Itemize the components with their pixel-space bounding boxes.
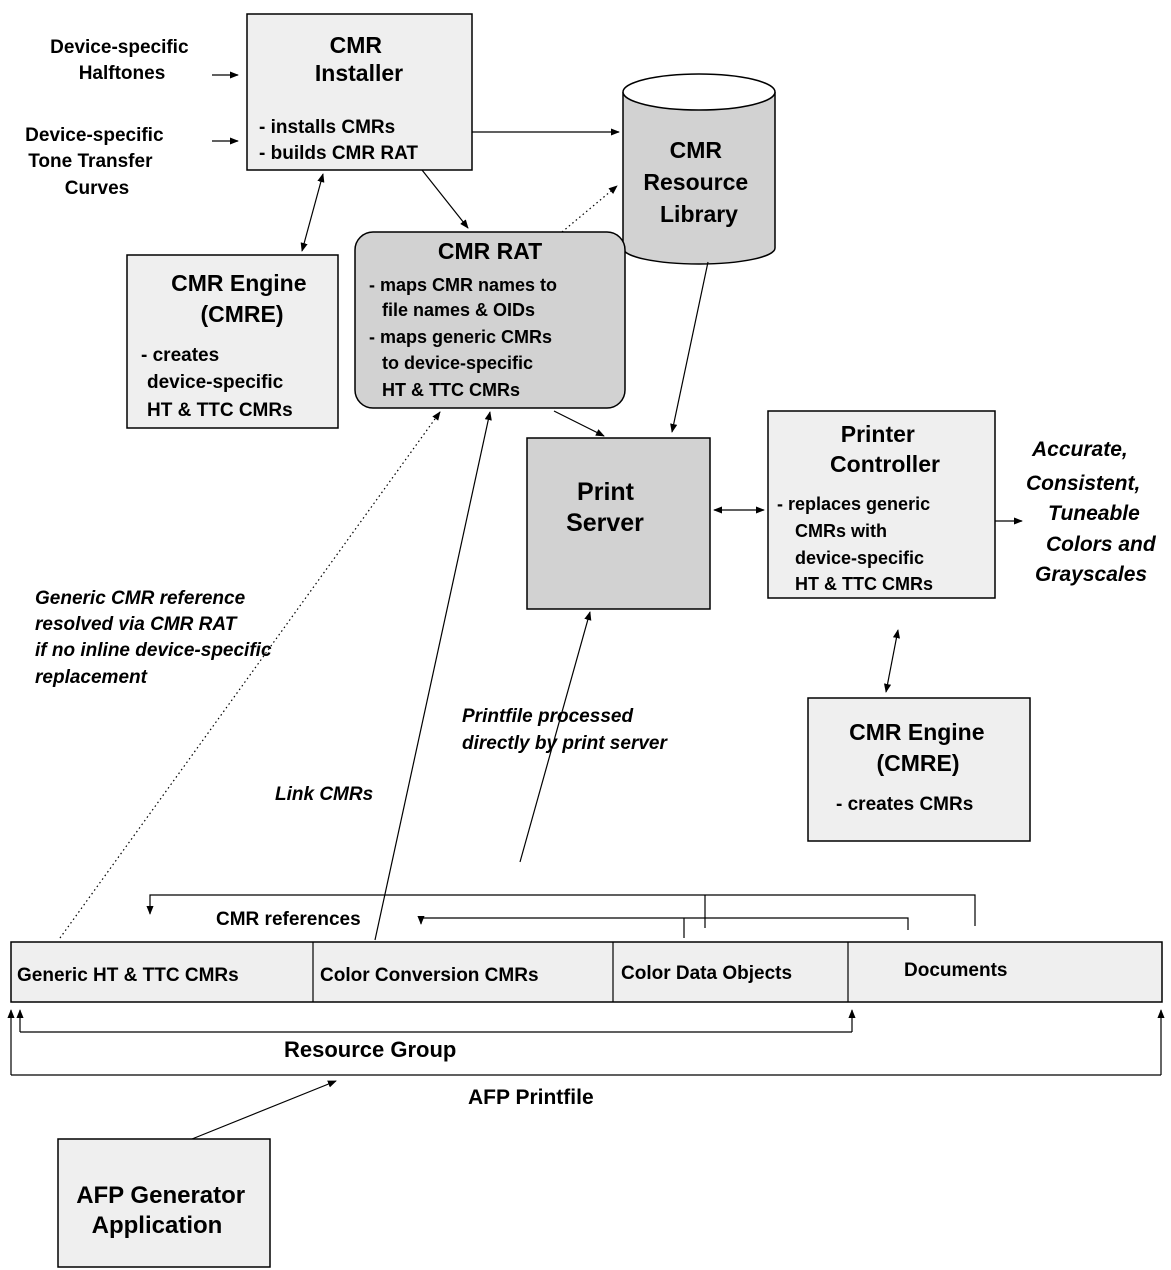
svg-text:CMR Installer: CMR Installer bbox=[315, 32, 403, 86]
svg-text:Printer Controller: Printer Controller bbox=[830, 421, 940, 477]
svg-text:CMR Resource Libra: CMR Resource Library bbox=[643, 137, 754, 227]
engine-bottom-title-line2: (CMRE) bbox=[876, 750, 959, 776]
controller-line: device-specific bbox=[795, 548, 924, 568]
cmr-engine-bottom-box: CMR Engine (CMRE) - creates CMRs bbox=[807, 697, 1031, 842]
engine-bottom-line: - creates CMRs bbox=[836, 794, 973, 815]
engine-top-line: device-specific bbox=[147, 372, 284, 393]
rat-line: to device-specific bbox=[382, 353, 533, 373]
generator-title-line2: Application bbox=[92, 1212, 223, 1239]
rat-title: CMR RAT bbox=[438, 238, 542, 264]
afp-generator-box: AFP Generator Application bbox=[57, 1138, 271, 1268]
print-server-title-line2: Server bbox=[566, 509, 644, 537]
generic-reference-note: Generic CMR reference resolved via CMR R… bbox=[35, 588, 277, 688]
library-to-server-arrow bbox=[670, 261, 709, 433]
cmr-references-label: CMR references bbox=[216, 909, 361, 930]
controller-line: - replaces generic bbox=[777, 494, 930, 514]
installer-bullet: - installs CMRs bbox=[259, 117, 395, 138]
cmr-resource-library-cylinder: CMR Resource Library bbox=[622, 73, 776, 265]
installer-to-rat-arrow bbox=[421, 169, 469, 229]
svg-text:CMR Engine (CMRE): CMR Engine (CMRE) bbox=[849, 719, 991, 776]
installer-engine-double-arrow bbox=[300, 173, 325, 252]
controller-title-line1: Printer bbox=[841, 421, 915, 447]
engine-bottom-title-line1: CMR Engine bbox=[849, 719, 984, 745]
rat-to-server-arrow bbox=[553, 410, 605, 437]
segment-generic-ht-ttc: Generic HT & TTC CMRs bbox=[17, 965, 239, 986]
library-title-line2: Resource bbox=[643, 169, 748, 195]
library-title-line1: CMR bbox=[670, 137, 723, 163]
installer-title-line1: CMR bbox=[330, 32, 383, 58]
engine-top-title-line1: CMR Engine bbox=[171, 270, 306, 296]
generator-title-line1: AFP Generator bbox=[76, 1182, 245, 1209]
afp-printfile-label: AFP Printfile bbox=[468, 1086, 594, 1109]
print-server-box: Print Server bbox=[526, 437, 711, 610]
connectors bbox=[7, 71, 1165, 1140]
cmr-installer-box: CMR Installer - installs CMRs - builds C… bbox=[246, 13, 473, 171]
resource-group-label: Resource Group bbox=[284, 1037, 456, 1062]
generator-to-printfile-arrow bbox=[191, 1080, 337, 1140]
printfile-to-server-arrow bbox=[519, 611, 592, 863]
svg-text:- creates CMRs: - creates CMRs bbox=[836, 794, 973, 815]
svg-text:CMR Engine (CMRE): CMR Engine (CMRE) bbox=[171, 270, 313, 327]
svg-text:AFP Generator Applicatio: AFP Generator Application bbox=[76, 1182, 252, 1239]
installer-bullet: - builds CMR RAT bbox=[259, 143, 418, 164]
svg-text:- creates device-specifi: - creates device-specific HT & TTC CMRs bbox=[141, 345, 293, 421]
rat-line: - maps CMR names to bbox=[369, 275, 557, 295]
print-server-title-line1: Print bbox=[577, 478, 635, 506]
cmr-rat-box: CMR RAT - maps CMR names to file names &… bbox=[354, 231, 626, 409]
segment-documents: Documents bbox=[904, 960, 1007, 981]
engine-top-title-line2: (CMRE) bbox=[200, 301, 283, 327]
controller-line: CMRs with bbox=[795, 521, 887, 541]
output-label: Accurate, Consistent, Tuneable Colors an… bbox=[1026, 438, 1162, 586]
link-cmrs-arrow bbox=[374, 411, 492, 941]
controller-line: HT & TTC CMRs bbox=[795, 574, 933, 594]
svg-text:Print Server: Print Server bbox=[566, 478, 644, 537]
library-title-line3: Library bbox=[660, 201, 738, 227]
printer-controller-box: Printer Controller - replaces generic CM… bbox=[767, 410, 996, 599]
engine-top-line: HT & TTC CMRs bbox=[147, 400, 293, 421]
generic-ref-dotted-arrow bbox=[59, 411, 441, 939]
printfile-processed-note: Printfile processed directly by print se… bbox=[462, 706, 668, 754]
rat-line: HT & TTC CMRs bbox=[382, 380, 520, 400]
svg-text:- maps CMR names to file: - maps CMR names to file names & OIDs - … bbox=[369, 275, 562, 400]
rat-to-library-dotted-arrow bbox=[561, 185, 618, 233]
svg-text:- installs CMRs - builds: - installs CMRs - builds CMR RAT bbox=[259, 117, 418, 164]
svg-text:- replaces generic CMRs: - replaces generic CMRs with device-spec… bbox=[777, 494, 935, 594]
cmr-ref-bracket-inner bbox=[417, 915, 909, 930]
engine-top-line: - creates bbox=[141, 345, 219, 366]
input-ttc-label: Device-specific Tone Transfer Curves bbox=[25, 125, 169, 199]
printfile-bar: Generic HT & TTC CMRs Color Conversion C… bbox=[10, 941, 1163, 1003]
cmr-engine-top-box: CMR Engine (CMRE) - creates device-speci… bbox=[126, 254, 339, 429]
segment-color-conversion: Color Conversion CMRs bbox=[320, 965, 539, 986]
controller-engine-double-arrow bbox=[884, 629, 900, 693]
segment-color-data-objects: Color Data Objects bbox=[621, 963, 792, 984]
controller-title-line2: Controller bbox=[830, 451, 940, 477]
installer-title-line2: Installer bbox=[315, 60, 403, 86]
rat-line: file names & OIDs bbox=[382, 300, 535, 320]
rat-line: - maps generic CMRs bbox=[369, 327, 552, 347]
input-halftones-label: Device-specific Halftones bbox=[50, 37, 194, 84]
link-cmrs-note: Link CMRs bbox=[275, 784, 373, 805]
cmr-ref-bracket-outer bbox=[146, 894, 976, 926]
